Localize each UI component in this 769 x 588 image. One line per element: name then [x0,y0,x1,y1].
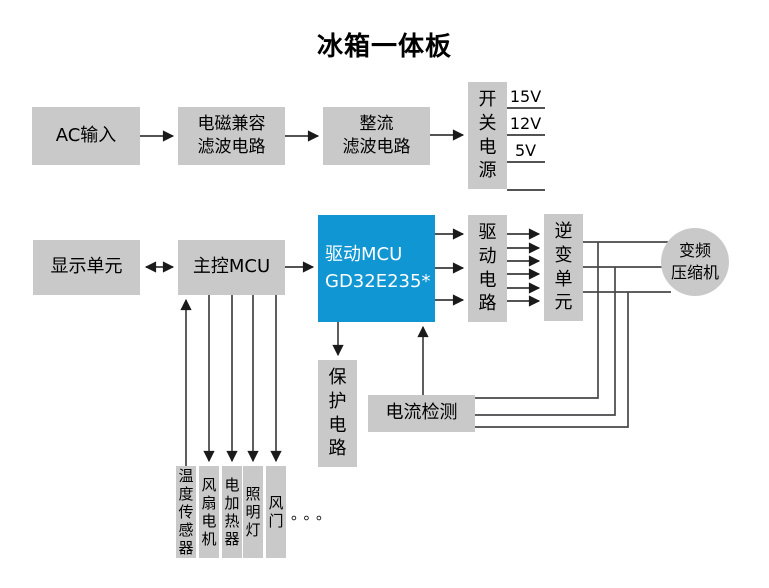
block-fan-motor: 风 扇 电 机 [199,466,219,558]
current-tap-2 [475,267,616,416]
block-drive-circuit: 驱 动 电 路 [468,215,507,322]
rail-label-5v: 5V [514,141,537,160]
block-temp-sensor: 温 度 传 感 器 [176,466,196,558]
block-main-mcu: 主控MCU [178,240,285,295]
block-compressor: 变频 压缩机 [661,228,729,296]
block-lamp: 照 明 灯 [243,466,263,558]
current-tap-1 [475,242,599,399]
current-tap-3 [475,292,629,428]
block-switching-power: 开 关 电 源 [468,82,507,189]
block-inverter-unit: 逆 变 单 元 [544,214,583,321]
block-heater: 电 加 热 器 [222,466,242,558]
block-protection-circuit: 保 护 电 路 [318,360,357,467]
block-drive-mcu: 驱动MCU GD32E235* [318,215,435,322]
block-ac-input: AC输入 [32,107,140,165]
block-display-unit: 显示单元 [33,240,140,295]
block-rectifier-filter: 整流 滤波电路 [323,107,430,165]
rail-label-15v: 15V [509,87,542,106]
rail-label-12v: 12V [509,114,542,133]
page-title: 冰箱一体板 [316,32,452,62]
more-loads-ellipsis: 。。。 [291,505,337,523]
block-emc-filter: 电磁兼容 滤波电路 [178,107,285,165]
block-current-detect: 电流检测 [368,395,475,432]
block-damper: 风 门 [266,466,286,558]
